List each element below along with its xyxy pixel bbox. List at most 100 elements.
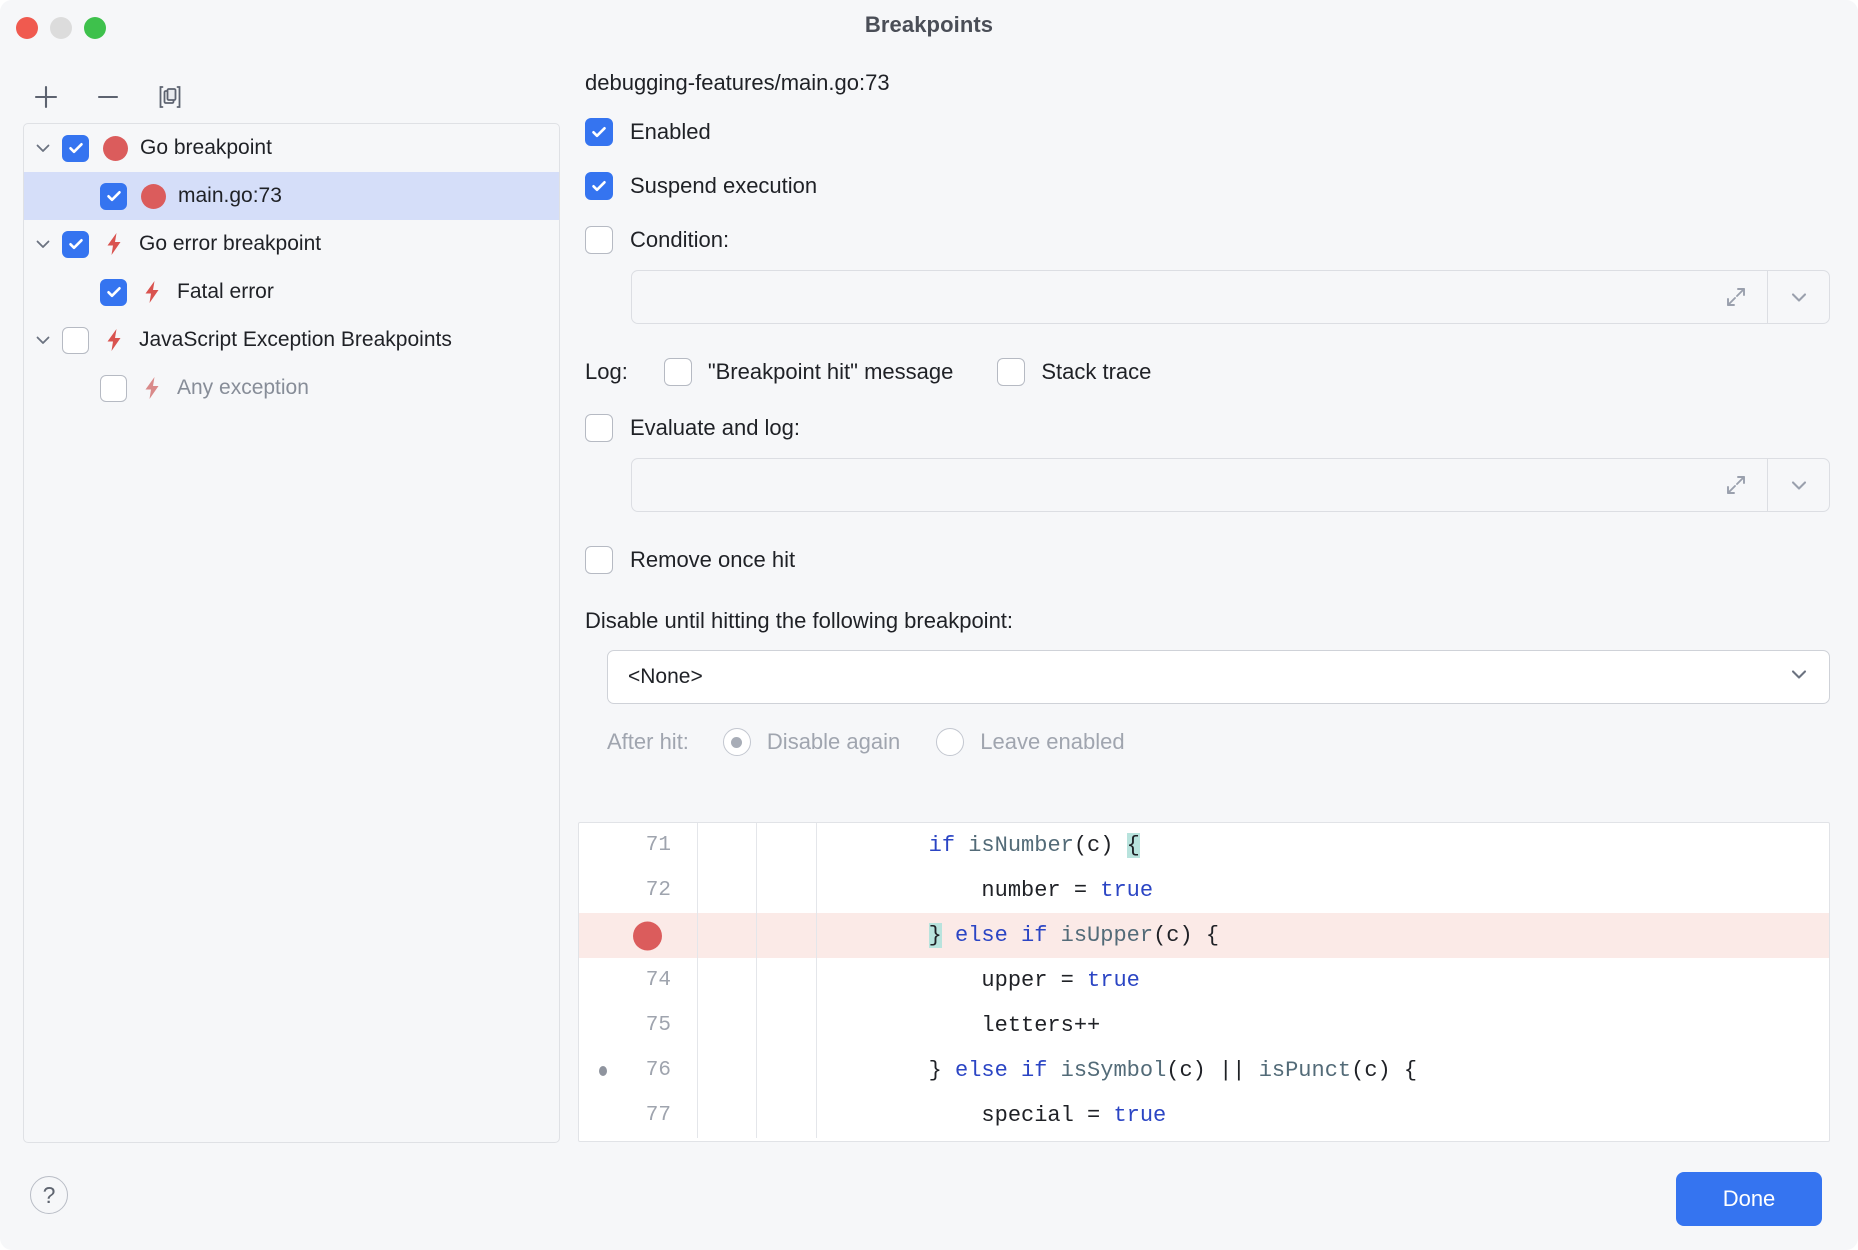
tree-row[interactable]: Any exception <box>24 364 559 412</box>
code-token: (c) { <box>1351 1058 1418 1083</box>
code-preview[interactable]: 71 if isNumber(c) {72 number = true } el… <box>578 822 1830 1142</box>
log-stack-trace-checkbox[interactable] <box>997 358 1026 386</box>
condition-history-button[interactable] <box>1767 271 1829 323</box>
enabled-label: Enabled <box>630 119 711 144</box>
help-icon: ? <box>42 1181 56 1208</box>
done-button[interactable]: Done <box>1676 1172 1822 1226</box>
code-token: letters++ <box>823 1013 1101 1038</box>
line-number: 74 <box>645 969 671 992</box>
evaluate-history-button[interactable] <box>1767 459 1829 511</box>
after-hit-disable-again-radio[interactable] <box>722 728 751 756</box>
add-breakpoint-button[interactable] <box>26 78 66 116</box>
enabled-row[interactable]: Enabled <box>585 118 1830 146</box>
evaluate-expand-button[interactable] <box>1705 459 1767 511</box>
line-number: 77 <box>645 1104 671 1127</box>
duplicate-icon <box>159 86 181 108</box>
condition-expand-button[interactable] <box>1705 271 1767 323</box>
tree-row[interactable]: Go breakpoint <box>24 124 559 172</box>
evaluate-and-log-field[interactable] <box>631 458 1830 512</box>
code-token: true <box>1087 968 1140 993</box>
line-number-gutter[interactable]: 77 <box>579 1104 697 1127</box>
bolt-icon <box>101 231 127 257</box>
code-line: 74 upper = true <box>579 958 1829 1003</box>
after-hit-disable-again-label: Disable again <box>766 729 901 754</box>
after-hit-label: After hit: <box>607 729 689 754</box>
enabled-checkbox[interactable] <box>585 118 613 146</box>
suspend-row[interactable]: Suspend execution <box>585 172 1830 200</box>
line-number: 71 <box>645 834 671 857</box>
log-breakpoint-hit-checkbox[interactable] <box>663 358 692 386</box>
help-button[interactable]: ? <box>30 1176 68 1214</box>
remove-breakpoint-button[interactable] <box>88 78 128 116</box>
code-text: } else if isSymbol(c) || isPunct(c) { <box>817 1058 1418 1083</box>
tree-item-checkbox[interactable] <box>62 134 89 162</box>
code-line: 77 special = true <box>579 1093 1829 1138</box>
line-number: 76 <box>645 1059 671 1082</box>
breakpoint-marker-icon[interactable] <box>633 921 662 950</box>
code-token <box>823 833 929 858</box>
condition-row[interactable]: Condition: <box>585 226 1830 254</box>
gutter-fold-column <box>757 1093 817 1138</box>
tree-item-checkbox[interactable] <box>100 278 127 306</box>
disable-until-select[interactable]: <None> <box>607 650 1830 704</box>
tree-item-checkbox[interactable] <box>100 374 127 402</box>
line-number-gutter[interactable]: 75 <box>579 1014 697 1037</box>
evaluate-and-log-row[interactable]: Evaluate and log: <box>585 414 1830 442</box>
tree-item-checkbox[interactable] <box>100 182 127 210</box>
tree-row[interactable]: JavaScript Exception Breakpoints <box>24 316 559 364</box>
condition-input[interactable] <box>632 271 1705 323</box>
suspend-label: Suspend execution <box>630 173 818 198</box>
tree-expander-0[interactable] <box>24 138 62 158</box>
code-token: if <box>928 833 969 858</box>
code-line: 72 number = true <box>579 868 1829 913</box>
remove-once-hit-checkbox[interactable] <box>585 546 613 574</box>
remove-once-hit-row[interactable]: Remove once hit <box>585 546 1830 574</box>
line-number-gutter[interactable]: 74 <box>579 969 697 992</box>
title-bar: Breakpoints <box>0 0 1858 56</box>
tree-row[interactable]: Go error breakpoint <box>24 220 559 268</box>
log-row: Log: "Breakpoint hit" message Stack trac… <box>585 358 1830 386</box>
after-hit-leave-enabled-label: Leave enabled <box>980 729 1125 754</box>
evaluate-and-log-checkbox[interactable] <box>585 414 613 442</box>
log-label: Log: <box>585 359 628 384</box>
minimize-window-button[interactable] <box>50 17 72 39</box>
code-line: 76 } else if isSymbol(c) || isPunct(c) { <box>579 1048 1829 1093</box>
expand-diagonal-icon <box>1727 288 1745 306</box>
code-text: letters++ <box>817 1013 1100 1038</box>
after-hit-row: After hit: Disable again Leave enabled <box>607 728 1830 756</box>
tree-row[interactable]: Fatal error <box>24 268 559 316</box>
gutter-fold-column <box>757 913 817 958</box>
tree-item-checkbox[interactable] <box>62 230 89 258</box>
code-token: else if <box>955 923 1061 948</box>
after-hit-leave-enabled-radio[interactable] <box>936 728 965 756</box>
condition-checkbox[interactable] <box>585 226 613 254</box>
breakpoint-dot-icon <box>103 135 128 161</box>
suspend-checkbox[interactable] <box>585 172 613 200</box>
tree-row[interactable]: main.go:73 <box>24 172 559 220</box>
tree-expander-4[interactable] <box>24 330 62 350</box>
line-number-gutter[interactable]: 72 <box>579 879 697 902</box>
close-window-button[interactable] <box>16 17 38 39</box>
disable-until-selected-value: <None> <box>628 665 703 688</box>
tree-item-label: JavaScript Exception Breakpoints <box>139 328 452 351</box>
line-number-gutter[interactable]: 76 <box>579 1059 697 1082</box>
evaluate-and-log-input[interactable] <box>632 459 1705 511</box>
chevron-down-icon <box>1791 481 1806 490</box>
tree-item-checkbox[interactable] <box>62 326 89 354</box>
chevron-down-icon <box>1791 293 1806 302</box>
tree-expander-2[interactable] <box>24 234 62 254</box>
tree-item-label: Any exception <box>177 376 309 399</box>
duplicate-breakpoint-button[interactable] <box>150 78 190 116</box>
gutter-fold-column <box>757 1048 817 1093</box>
code-token: (c) || <box>1166 1058 1259 1083</box>
code-token: else if <box>955 1058 1061 1083</box>
log-breakpoint-hit-label: "Breakpoint hit" message <box>707 359 954 384</box>
maximize-window-button[interactable] <box>84 17 106 39</box>
gutter-annotation-column <box>697 913 757 958</box>
bolt-icon <box>145 377 159 399</box>
line-number-gutter[interactable]: 71 <box>579 834 697 857</box>
condition-field[interactable] <box>631 270 1830 324</box>
code-line: 71 if isNumber(c) { <box>579 823 1829 868</box>
